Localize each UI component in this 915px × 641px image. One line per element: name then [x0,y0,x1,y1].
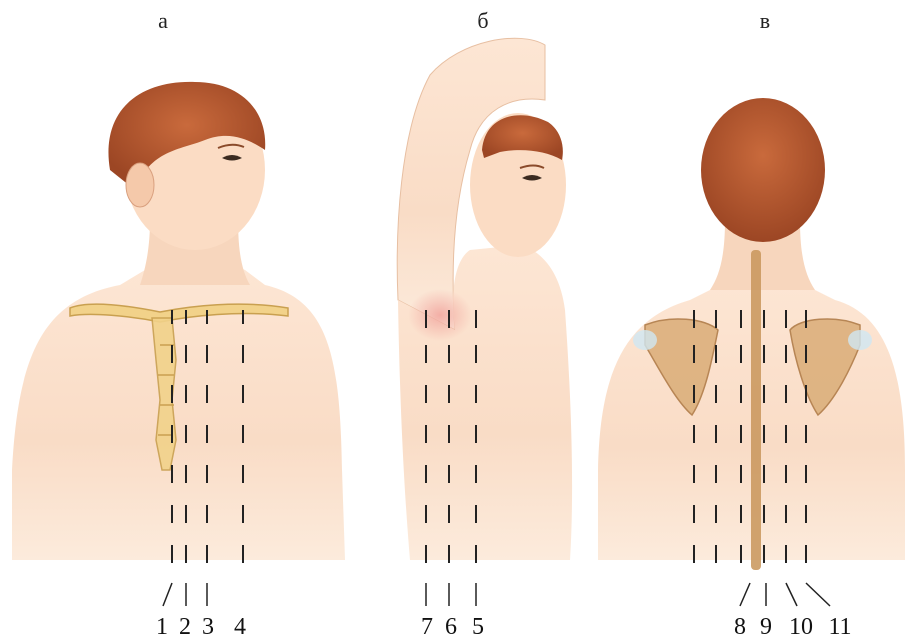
leader-1 [163,583,172,606]
side-axilla [408,289,472,341]
front-view-figure [12,82,345,560]
number-6: 6 [445,614,457,640]
back-shoulder-joint-right [848,330,872,350]
leader-8 [740,583,750,606]
panel-label-a: а [158,8,168,33]
number-4: 4 [234,614,246,640]
number-7: 7 [421,614,433,640]
front-ear [126,163,154,207]
leader-11 [806,583,830,606]
number-2: 2 [179,614,191,640]
number-9: 9 [760,614,772,640]
number-5: 5 [472,614,484,640]
leader-ticks [163,583,830,606]
panel-label-b: б [477,8,488,33]
back-head-hair [701,98,825,242]
number-8: 8 [734,614,746,640]
side-view-figure [397,38,572,560]
line-numbers: 1 2 3 4 7 6 5 8 9 10 11 [156,614,852,640]
number-11: 11 [828,614,851,640]
panel-label-v: в [760,8,770,33]
leader-10 [786,583,797,606]
back-shoulder-joint-left [633,330,657,350]
number-1: 1 [156,614,168,640]
number-3: 3 [202,614,214,640]
back-spine [751,250,761,570]
number-10: 10 [789,614,813,640]
back-view-figure [598,98,905,570]
